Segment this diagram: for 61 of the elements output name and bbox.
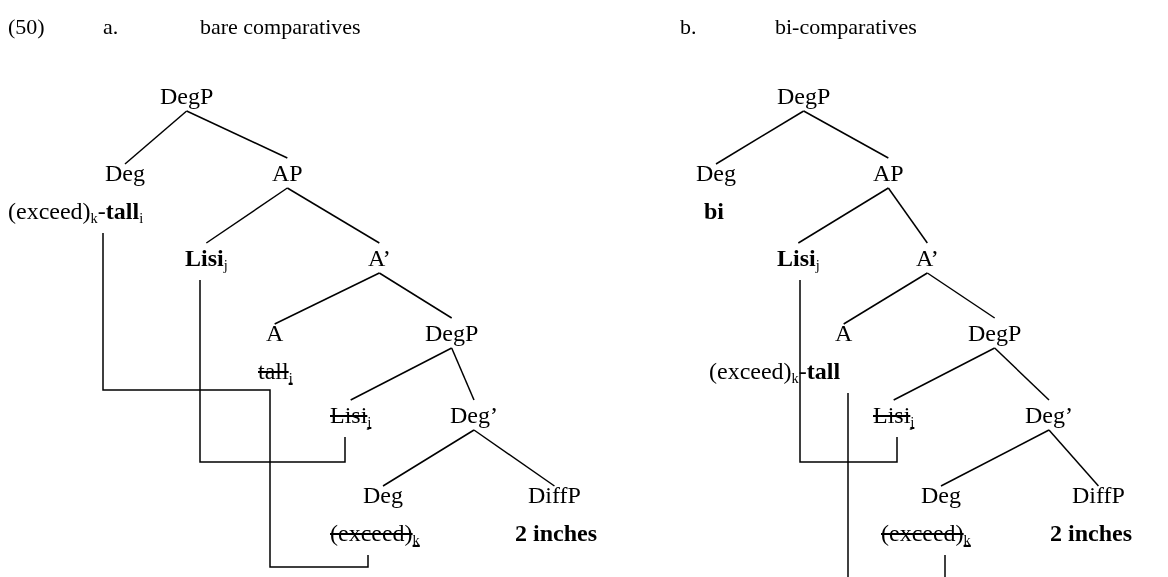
syntax-node-label: AP xyxy=(873,154,904,192)
tree-branch-line xyxy=(802,110,890,159)
tree-branch-line xyxy=(205,187,289,244)
syntax-node-label: Deg’ xyxy=(450,396,498,434)
syntax-node-label: A’ xyxy=(916,239,939,277)
syntax-node-label: Lisi$_{j}$ xyxy=(185,239,228,280)
syntax-node-label: AP xyxy=(272,154,303,192)
syntax-node-label: Deg xyxy=(363,482,403,508)
example-number: (50) xyxy=(8,13,45,41)
tree-branch-line xyxy=(382,429,475,487)
tree-branch-line xyxy=(286,187,381,244)
syntax-node-label: DegP xyxy=(968,314,1022,352)
movement-line xyxy=(199,279,346,463)
tree-branch-line xyxy=(940,429,1050,487)
tree-branch-line xyxy=(887,187,929,244)
syntax-node-label: DiffP xyxy=(528,482,581,508)
subexample-letter: a. xyxy=(103,13,119,41)
tree-branch-line xyxy=(892,347,996,401)
movement-line xyxy=(944,554,946,577)
subexample-letter: b. xyxy=(680,13,697,41)
syntax-node-label: Deg’ xyxy=(1025,396,1073,434)
syntax-node-label: DegP xyxy=(777,77,831,115)
syntax-node-label: Deg xyxy=(105,160,145,186)
syntax-node-label: Lisi$_{j}$ xyxy=(873,396,915,437)
word-label: bi xyxy=(704,198,724,224)
tree-branch-line xyxy=(797,187,890,244)
tree-branch-line xyxy=(926,272,996,319)
tree-branch-line xyxy=(842,272,929,325)
word-label: (exceed)$_{k}$ xyxy=(881,520,971,546)
word-label: (exceed)$_{k}$-tall xyxy=(709,358,841,384)
syntax-node-label: A xyxy=(266,320,284,346)
subexample-title: bare comparatives xyxy=(200,13,361,41)
syntax-node-label: A xyxy=(835,320,853,346)
tree-branch-line xyxy=(124,110,188,165)
subexample-title: bi-comparatives xyxy=(775,13,917,41)
tree-branch-line xyxy=(993,347,1050,401)
syntax-node-label: DegP xyxy=(160,77,214,115)
syntax-node-label: Deg xyxy=(696,160,736,186)
tree-branch-line xyxy=(273,272,381,325)
syntax-node-label: Deg xyxy=(921,482,961,508)
syntax-node-label: DiffP xyxy=(1072,482,1125,508)
tree-branch-line xyxy=(473,429,556,487)
tree-branch-line xyxy=(1048,429,1100,487)
word-label: tall$_{i}$ xyxy=(258,358,293,384)
tree-branch-line xyxy=(450,347,475,401)
tree-branch-line xyxy=(185,110,289,159)
tree-branch-line xyxy=(349,347,453,401)
syntax-node-label: A’ xyxy=(368,239,391,277)
movement-line xyxy=(269,392,369,568)
syntax-node-label: Lisi$_{j}$ xyxy=(777,239,820,280)
word-label: (exceed)$_{k}$-tall$_{i}$ xyxy=(8,198,144,224)
movement-line xyxy=(847,392,849,577)
word-label: 2 inches xyxy=(1050,520,1132,546)
word-label: 2 inches xyxy=(515,520,597,546)
tree-branch-line xyxy=(715,110,805,165)
movement-line xyxy=(799,279,898,463)
tree-branch-line xyxy=(378,272,453,319)
syntax-node-label: DegP xyxy=(425,314,479,352)
word-label: (exceed)$_{k}$ xyxy=(330,520,420,546)
syntax-node-label: Lisi$_{j}$ xyxy=(330,396,372,437)
movement-line xyxy=(102,232,271,394)
